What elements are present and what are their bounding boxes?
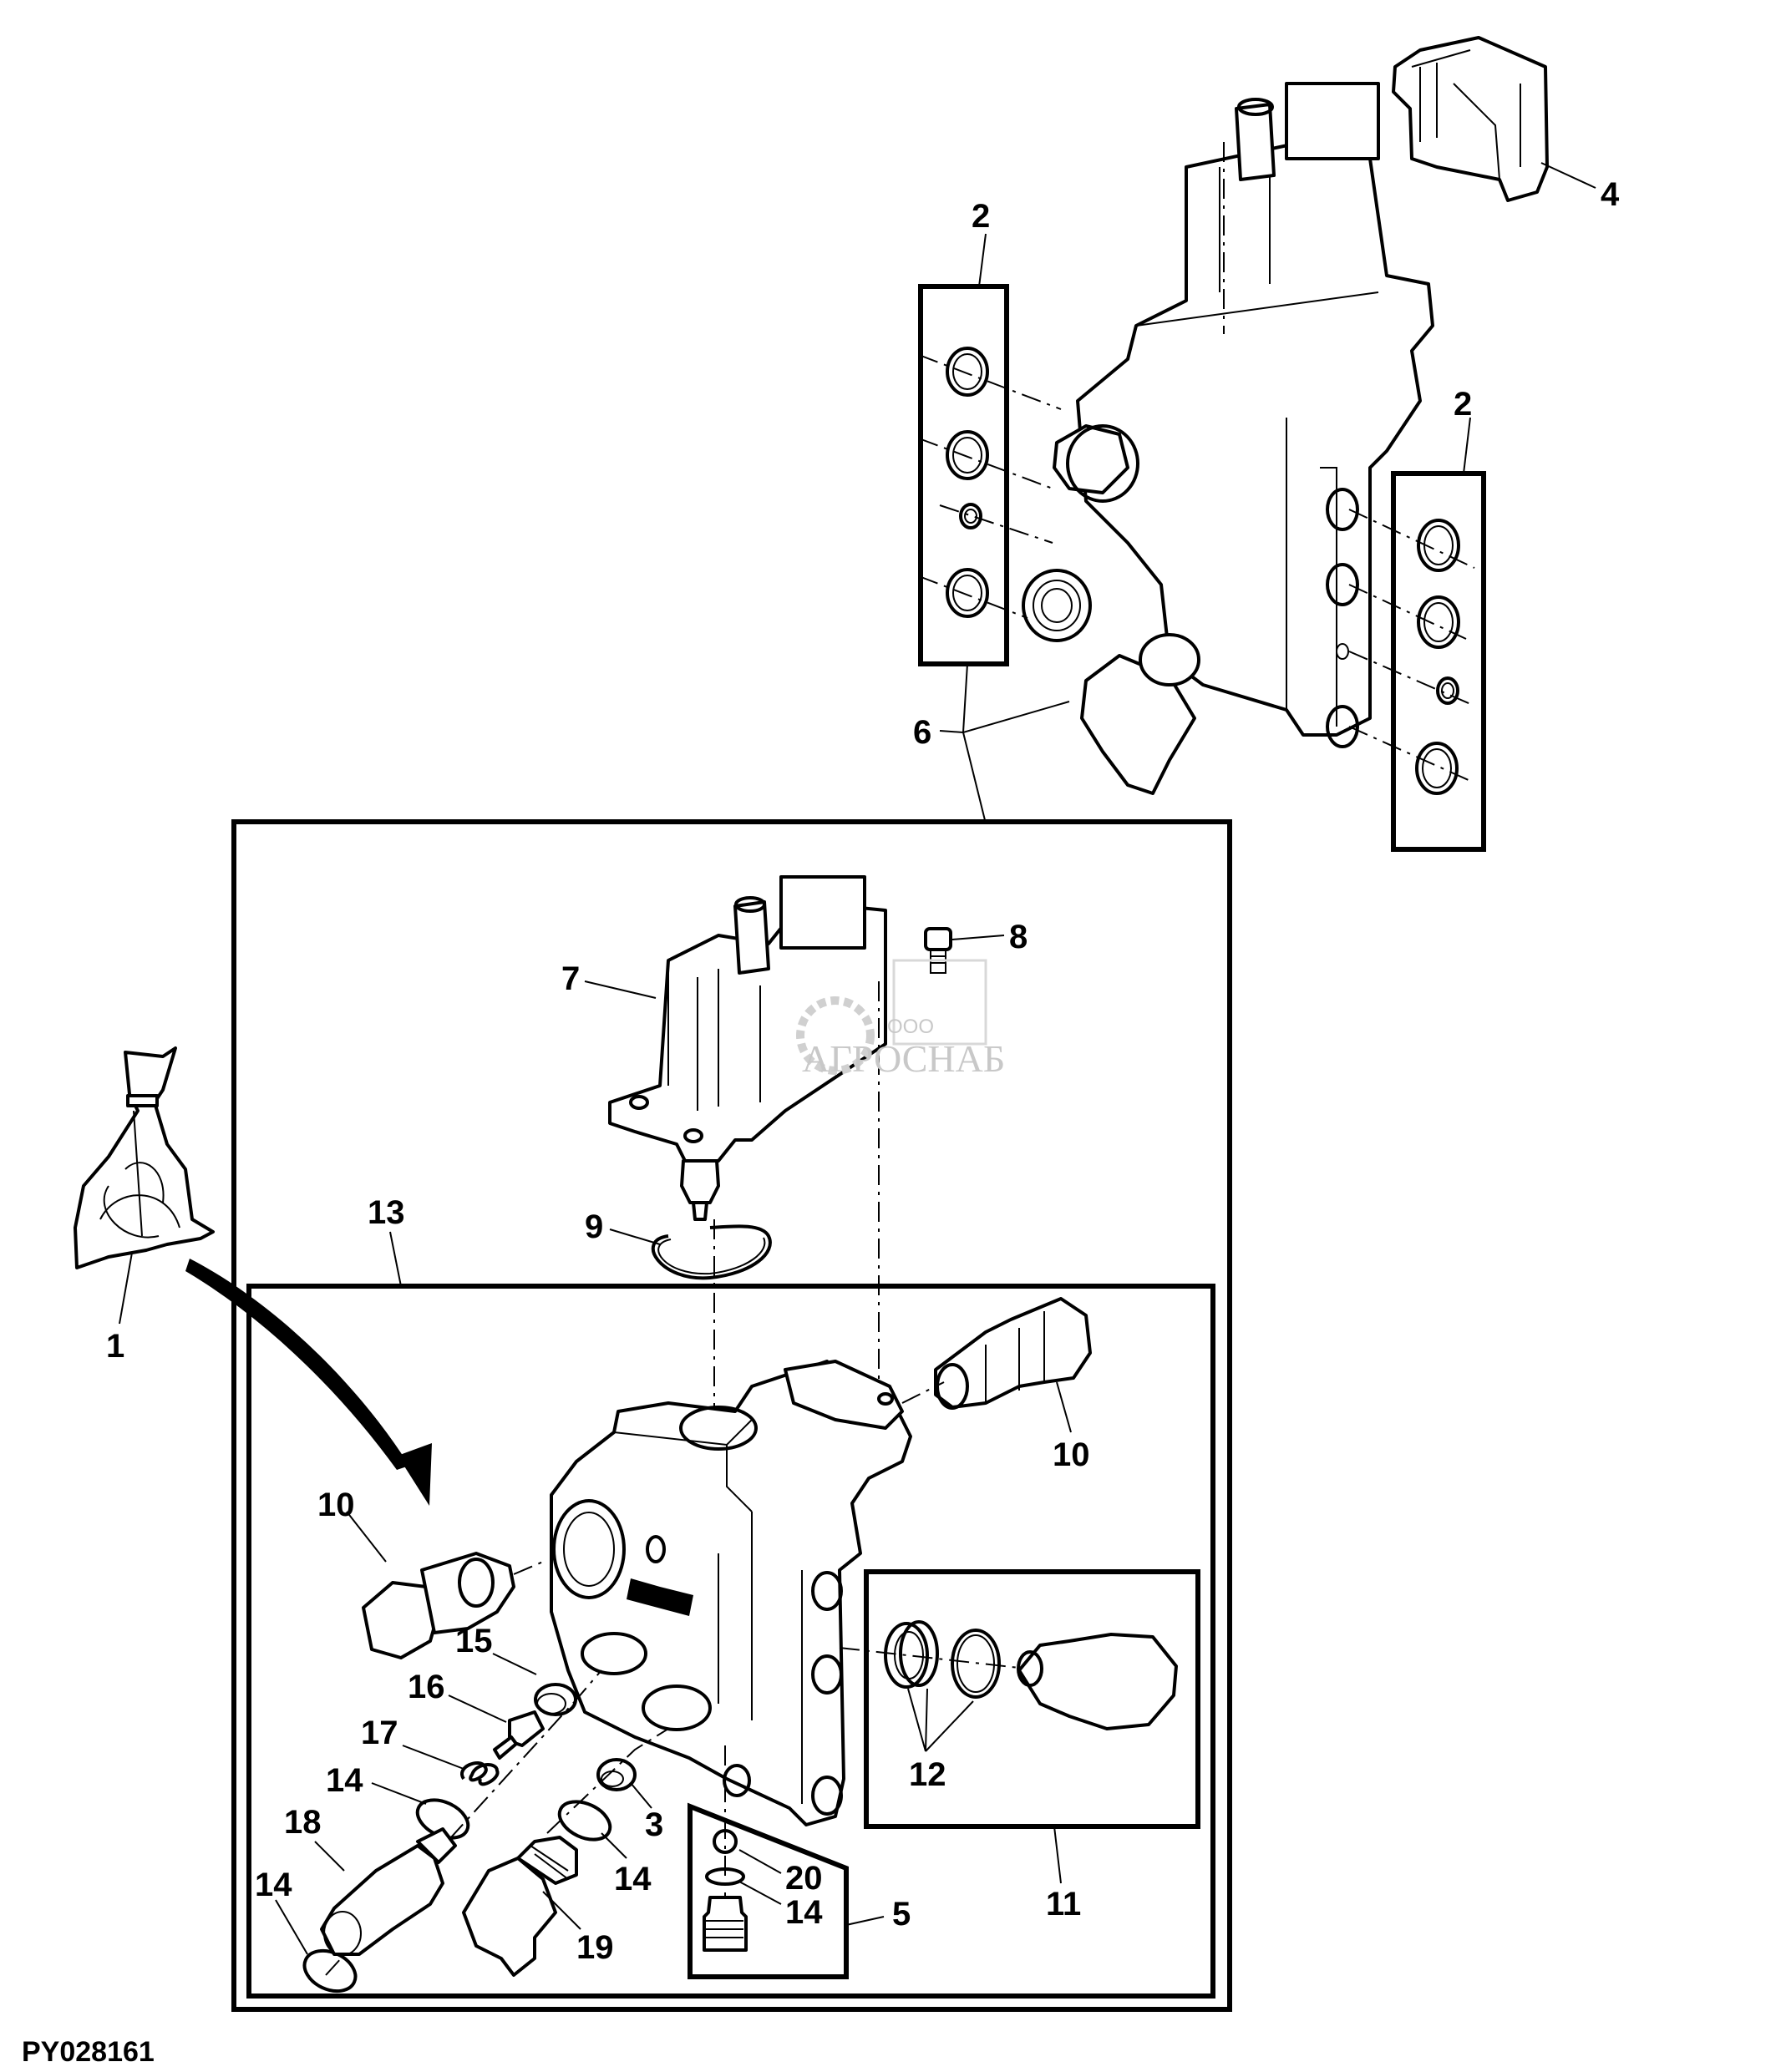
callout-14-a: 14: [326, 1762, 363, 1799]
leader-9: [609, 1229, 661, 1245]
callout-15: 15: [455, 1623, 493, 1659]
callout-16: 16: [408, 1669, 445, 1705]
callout-2-left: 2: [972, 198, 990, 235]
callout-14-b: 14: [614, 1861, 652, 1897]
callout-14-c: 14: [255, 1867, 292, 1903]
connector-cover-part[interactable]: [1392, 36, 1549, 202]
o-ring-set-right[interactable]: [1348, 471, 1486, 852]
solenoid-valve-part[interactable]: [608, 875, 887, 1221]
o-ring-9-part[interactable]: [651, 1224, 772, 1280]
leader-8: [951, 935, 1005, 940]
leader-15: [492, 1653, 537, 1675]
callout-11: 11: [1046, 1886, 1081, 1923]
callout-20: 20: [785, 1860, 823, 1897]
valve-assembly-top: [1022, 36, 1549, 795]
housing-kit-frame: [231, 819, 1232, 2012]
callout-7: 7: [561, 960, 580, 997]
leader-10-right: [1056, 1381, 1072, 1433]
leader-17: [402, 1745, 464, 1770]
watermark-small-text: ООО: [887, 1016, 934, 1038]
callout-8: 8: [1009, 919, 1028, 955]
callout-4: 4: [1601, 176, 1620, 213]
poppet-part[interactable]: [493, 1710, 545, 1760]
callout-10-right: 10: [1053, 1436, 1090, 1473]
cartridge-valve-left-part[interactable]: [362, 1552, 515, 1659]
watermark: ООО АГРОСНАБ: [796, 959, 1005, 1080]
leader-14-a: [371, 1782, 427, 1805]
callout-6: 6: [913, 714, 931, 751]
leader-14-b: [601, 1832, 627, 1859]
check-valve-kit-frame[interactable]: [688, 1745, 885, 1979]
seal-kit-bag-part[interactable]: [74, 1046, 215, 1269]
callout-3: 3: [645, 1806, 663, 1843]
callout-12: 12: [909, 1756, 946, 1793]
elbow-19-part[interactable]: [462, 1836, 578, 1977]
leader-14-c: [275, 1899, 308, 1955]
callout-17: 17: [361, 1715, 398, 1751]
callout-5: 5: [892, 1896, 911, 1933]
callout-19: 19: [576, 1929, 614, 1966]
cartridge-valve-right-part[interactable]: [934, 1297, 1092, 1410]
callout-13: 13: [368, 1194, 405, 1231]
callout-9: 9: [585, 1208, 603, 1245]
plug-18-part[interactable]: [320, 1827, 457, 1956]
leader-1: [119, 1252, 133, 1325]
callout-14-d: 14: [785, 1894, 823, 1931]
install-arrow: [185, 1259, 432, 1506]
housing-inner-frame: [246, 1284, 1215, 1999]
callout-18: 18: [284, 1804, 322, 1841]
o-ring-set-left[interactable]: [918, 284, 1062, 666]
valve-housing-part[interactable]: [550, 1360, 912, 1826]
callout-labels: 2 4 2 6 7 8 9 13 1 10 10 15 16 17 14 12 …: [106, 176, 1620, 1966]
leader-10-left: [346, 1511, 387, 1563]
seat-part[interactable]: [534, 1683, 577, 1716]
figure-id-label: PY028161: [22, 2036, 155, 2068]
cap-screw-part[interactable]: [924, 927, 952, 974]
leader-16: [448, 1695, 507, 1723]
leader-2-right: [1463, 417, 1471, 474]
leader-19: [542, 1891, 581, 1930]
leader-2-left: [978, 233, 987, 287]
leader-18: [314, 1841, 345, 1872]
centerline-elbow-19: [546, 1728, 669, 1834]
relief-valve-kit-frame[interactable]: [839, 1569, 1200, 1884]
plug-3-part[interactable]: [596, 1758, 637, 1791]
spring-part[interactable]: [460, 1761, 500, 1786]
assembled-housing-part[interactable]: [1022, 82, 1434, 795]
callout-10-left: 10: [317, 1487, 355, 1523]
callout-1: 1: [106, 1328, 124, 1365]
centerline-10-right: [901, 1381, 945, 1404]
leader-3: [630, 1782, 652, 1809]
leader-7: [584, 980, 657, 999]
watermark-large-text: АГРОСНАБ: [802, 1037, 1005, 1080]
leader-6: [939, 663, 1070, 821]
centerline-10-left: [513, 1561, 544, 1575]
leader-4: [1540, 162, 1596, 189]
o-ring-14-b-part[interactable]: [554, 1794, 617, 1847]
callout-2-right: 2: [1454, 386, 1472, 423]
leader-13: [389, 1231, 402, 1287]
